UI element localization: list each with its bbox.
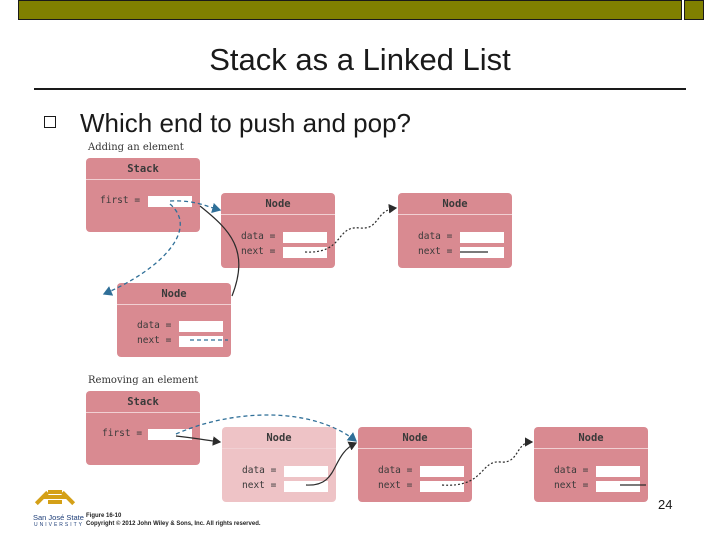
add-new-node-next-value [179,336,223,347]
add-node-2-next-label: next = [418,246,453,257]
add-new-node-data-value [179,321,223,332]
add-stack-first-value [148,196,192,207]
remove-stack-title: Stack [86,391,200,413]
title-underline [34,88,686,90]
remove-node-3: Node data = next = [534,427,648,502]
add-new-next-to-node [199,205,240,297]
add-stack-title: Stack [86,158,200,180]
add-node-1: Node data = next = [221,193,335,268]
remove-node-3-data-value [596,466,640,477]
remove-stack-first-label: first = [102,428,143,439]
removing-label: Removing an element [88,375,199,386]
copyright-caption: Copyright © 2012 John Wiley & Sons, Inc.… [86,521,261,527]
add-first-to-new-node-dashed [102,203,181,296]
add-new-node-data-label: data = [137,320,172,331]
add-node-1-title: Node [221,193,335,215]
remove-node-1-data-value [284,466,328,477]
remove-node-2: Node data = next = [358,427,472,502]
add-first-to-node-dashed [169,200,222,214]
bullet-text: Which end to push and pop? [80,108,412,138]
add-node-1-data-label: data = [241,231,276,242]
figure-caption: Figure 16-10 [86,513,122,519]
bullet-square-icon [44,116,56,128]
remove-node-1: Node data = next = [222,427,336,502]
add-node-2-data-label: data = [418,231,453,242]
add-node-1-data-value [283,232,327,243]
remove-node-1-next-label: next = [242,480,277,491]
remove-node-2-data-label: data = [378,465,413,476]
adding-label: Adding an element [88,142,184,153]
remove-node-3-data-label: data = [554,465,589,476]
add-new-node-next-label: next = [137,335,172,346]
logo-subtext: UNIVERSITY [34,522,85,528]
add-stack-box: Stack first = [86,158,200,232]
remove-node-2-next-label: next = [378,480,413,491]
add-node-2-title: Node [398,193,512,215]
remove-node2-next-to-node3 [441,437,534,486]
remove-node-3-next-value [596,481,640,492]
top-decor-square [684,0,704,20]
top-decor-bar [18,0,682,20]
remove-node-1-next-value [284,481,328,492]
remove-first-to-node2-dashed [175,414,358,442]
add-node-1-next-label: next = [241,246,276,257]
add-new-node-title: Node [117,283,231,305]
add-node1-next-to-node2 [304,203,398,253]
remove-node-1-data-label: data = [242,465,277,476]
add-stack-first-label: first = [100,195,141,206]
remove-node-2-next-value [420,481,464,492]
remove-node-2-title: Node [358,427,472,449]
remove-node-3-next-label: next = [554,480,589,491]
remove-node-2-data-value [420,466,464,477]
remove-node1-next-to-node2 [305,441,358,486]
remove-node-3-title: Node [534,427,648,449]
page-number: 24 [658,497,673,512]
remove-stack-first-value [148,429,192,440]
remove-first-to-node1 [175,435,222,446]
add-node-2-data-value [460,232,504,243]
slide-title: Stack as a Linked List [209,42,511,77]
logo-text: San José State [33,513,84,522]
remove-node-1-title: Node [222,427,336,449]
add-new-node: Node data = next = [117,283,231,357]
sjsu-logo-icon [34,490,76,506]
remove-stack-box: Stack first = [86,391,200,465]
